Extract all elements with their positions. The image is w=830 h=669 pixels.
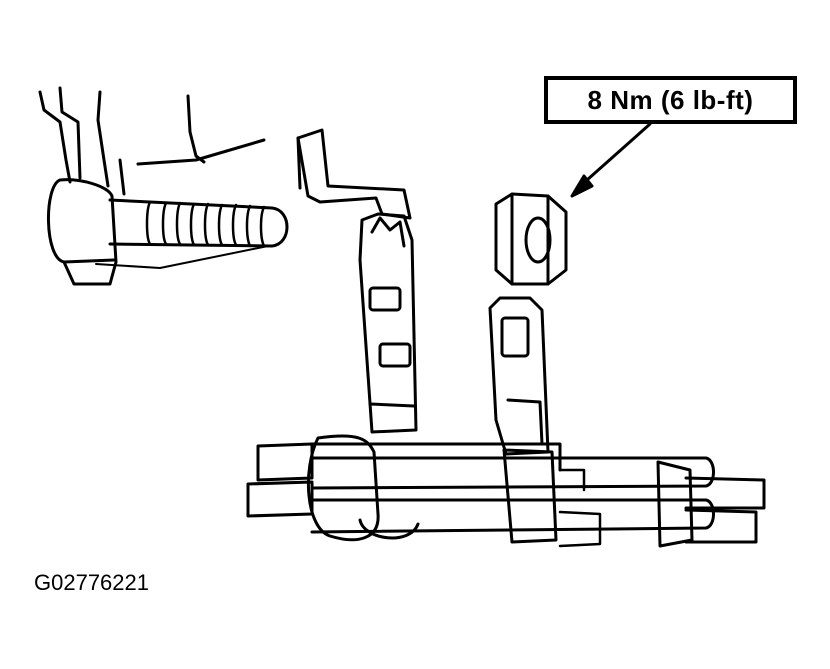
- bolt-assembly: [38, 86, 289, 286]
- mount-structure: [38, 86, 266, 196]
- figure-id: G02776221: [34, 570, 149, 595]
- torque-callout: 8 Nm (6 lb-ft): [544, 76, 797, 124]
- bolt-boss: [46, 178, 118, 286]
- pipe-assembly: [246, 434, 766, 548]
- nut: [494, 192, 568, 286]
- leader-arrow: [570, 122, 652, 198]
- bracket: [296, 128, 550, 456]
- torque-spec-label: 8 Nm (6 lb-ft): [587, 84, 754, 115]
- bolt-shank: [108, 198, 289, 248]
